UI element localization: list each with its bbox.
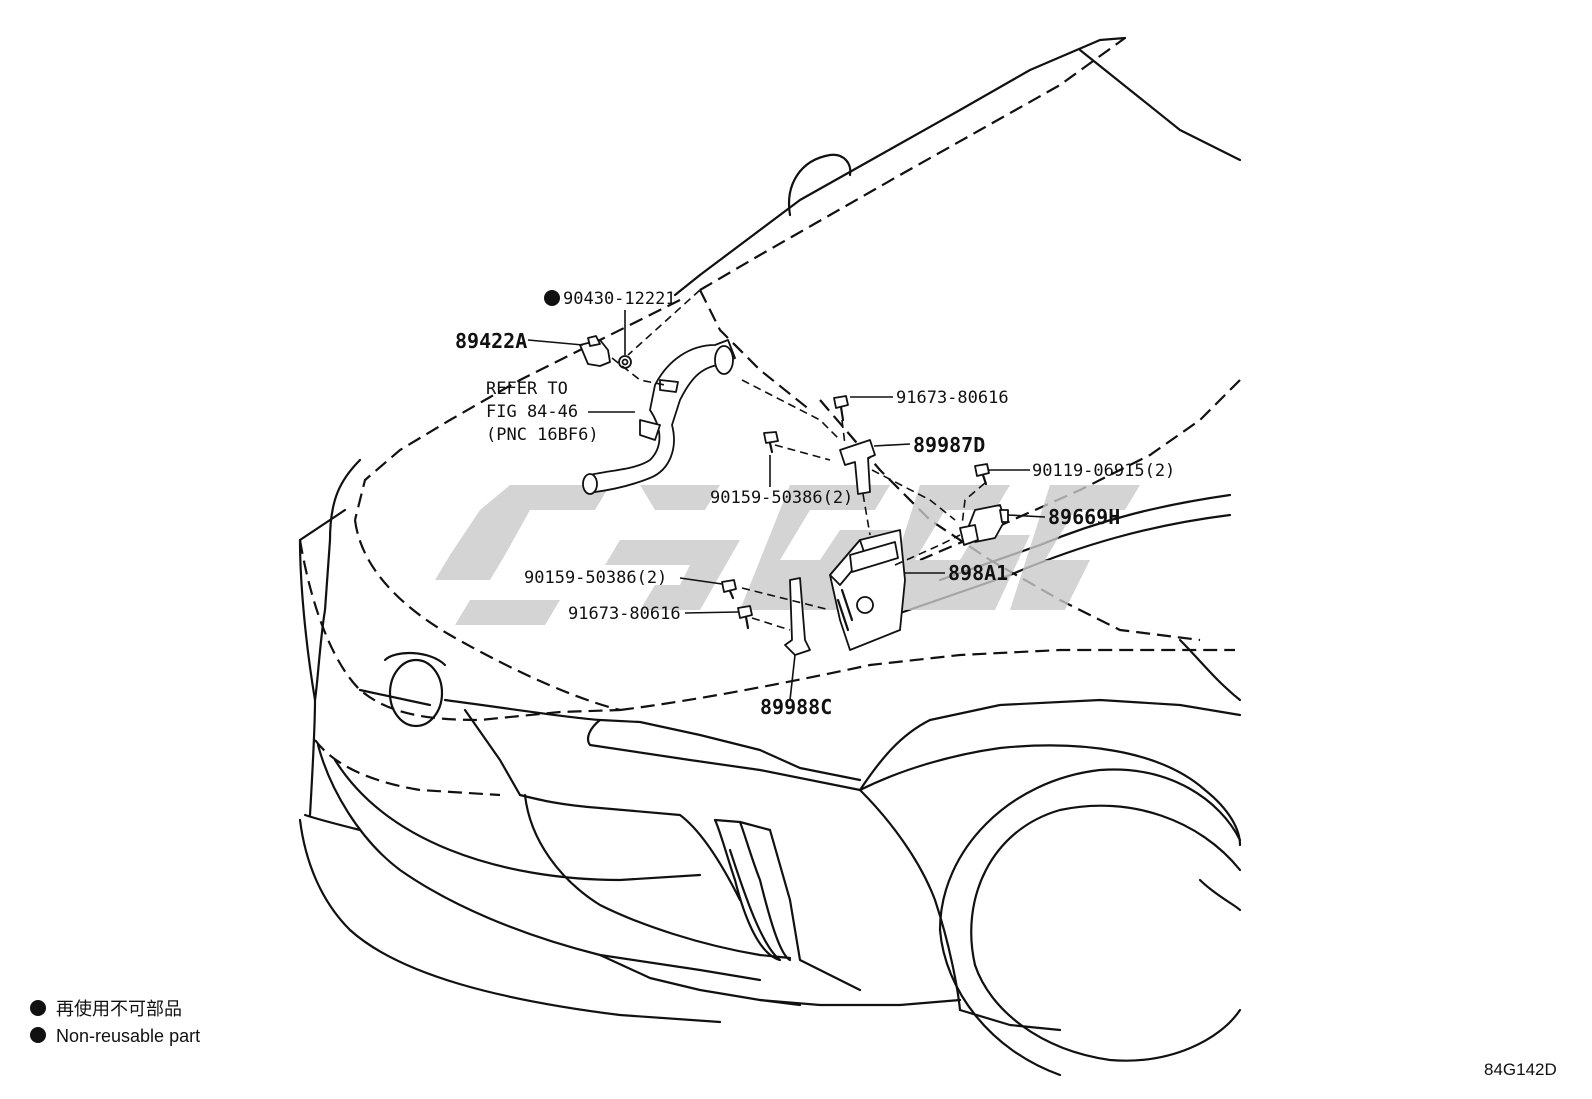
callout-ecu: 898A1 (948, 561, 1008, 585)
callout-bolt-right: 90119-06915(2) (1032, 461, 1175, 481)
callout-gasket: 90430-12221 (563, 289, 676, 309)
temperature-sensor-part (579, 335, 632, 369)
callout-bolt-mid-upper: 90159-50386(2) (710, 488, 853, 508)
refer-line-2: FIG 84-46 (486, 402, 578, 422)
legend-marker-icon (30, 1000, 46, 1016)
refer-line-3: (PNC 16BF6) (486, 425, 599, 445)
figure-code: 84G142D (1484, 1060, 1557, 1079)
legend-marker-icon (30, 1027, 46, 1043)
callout-bracket-top: 89987D (913, 433, 985, 457)
legend: 再使用不可部品 Non-reusable part (30, 999, 200, 1046)
legend-english: Non-reusable part (56, 1026, 200, 1046)
ecu-module-part (829, 529, 906, 651)
callout-bracket-lower: 89988C (760, 695, 832, 719)
leader-lines (527, 310, 1046, 701)
legend-japanese: 再使用不可部品 (56, 999, 182, 1019)
refer-line-1: REFER TO (486, 379, 568, 399)
callout-bolt-lower: 91673-80616 (568, 604, 681, 624)
bracket-lower-part (784, 577, 811, 656)
callout-sensor: 89422A (455, 329, 527, 353)
non-reusable-marker-icon (544, 290, 560, 306)
callout-labels: 90430-12221 89422A REFER TO FIG 84-46 (P… (455, 289, 1175, 719)
callout-relay: 89669H (1048, 505, 1120, 529)
install-lines (611, 289, 986, 631)
bolts (721, 395, 990, 630)
callout-bolt-top: 91673-80616 (896, 388, 1009, 408)
callout-bolt-mid-lower: 90159-50386(2) (524, 568, 667, 588)
bracket-top-part (839, 439, 876, 495)
relay-part (959, 504, 1009, 546)
coolant-hose-part (582, 339, 736, 495)
